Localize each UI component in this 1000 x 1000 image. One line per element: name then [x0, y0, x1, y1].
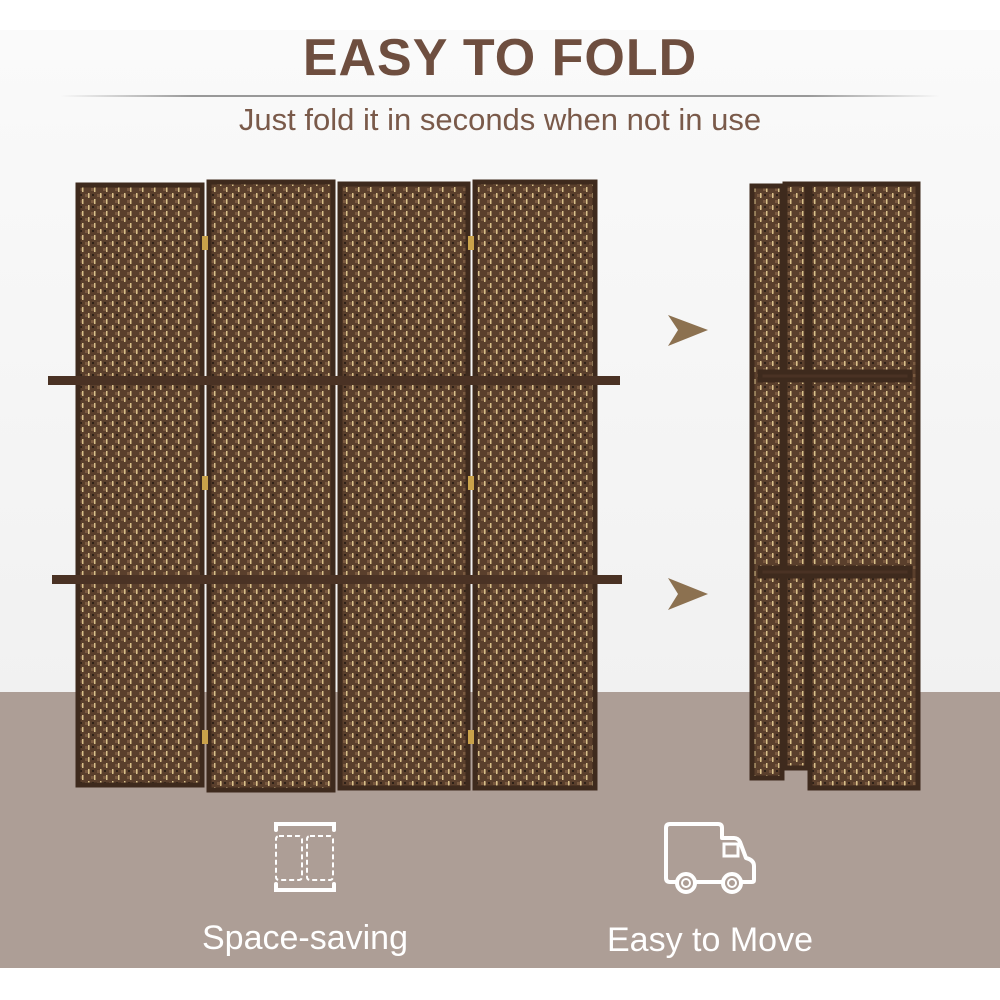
feature-label: Space-saving [201, 919, 408, 957]
space-saving-icon [274, 822, 336, 892]
arrow-icon [668, 315, 708, 610]
page-subtitle: Just fold it in seconds when not in use [238, 102, 762, 137]
truck-icon [664, 822, 756, 894]
feature-label: Easy to Move [607, 921, 813, 959]
room-divider-unfolded [48, 179, 622, 793]
feature-space-saving: Space-saving [175, 820, 435, 958]
divider [60, 95, 940, 97]
room-divider-folded [749, 181, 921, 791]
feature-easy-to-move: Easy to Move [580, 820, 840, 960]
page-title: EASY TO FOLD [302, 29, 698, 87]
